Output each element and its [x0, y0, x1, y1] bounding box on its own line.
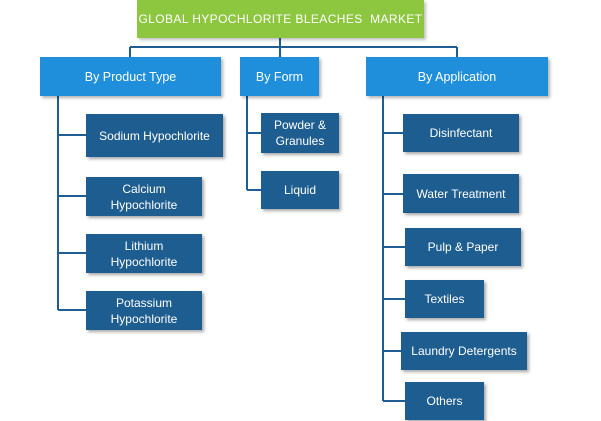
leaf-product-type: Potassium Hypochlorite [86, 291, 202, 330]
category-application: By Application [366, 57, 548, 96]
leaf-label: Laundry Detergents [411, 344, 517, 358]
leaf-application: Disinfectant [403, 114, 519, 152]
leaf-label: Powder & Granules [273, 118, 327, 148]
root-node: GLOBAL HYPOCHLORITE BLEACHES MARKET [137, 0, 424, 38]
leaf-label: Liquid [283, 183, 317, 197]
leaf-application: Textiles [405, 280, 484, 318]
leaf-label: Lithium Hypochlorite [110, 238, 178, 269]
category-label: By Product Type [84, 69, 177, 84]
leaf-form: Powder & Granules [261, 113, 339, 153]
leaf-label: Textiles [424, 292, 465, 306]
leaf-application: Others [405, 382, 484, 420]
leaf-product-type: Sodium Hypochlorite [86, 114, 223, 157]
root-label: GLOBAL HYPOCHLORITE BLEACHES MARKET [138, 12, 423, 26]
category-label: By Application [417, 69, 497, 84]
leaf-label: Potassium Hypochlorite [110, 295, 178, 326]
leaf-label: Sodium Hypochlorite [99, 128, 210, 143]
leaf-form: Liquid [261, 171, 339, 209]
leaf-label: Calcium Hypochlorite [110, 181, 178, 212]
leaf-application: Water Treatment [403, 174, 519, 213]
leaf-product-type: Calcium Hypochlorite [86, 177, 202, 216]
leaf-label: Disinfectant [429, 126, 493, 140]
leaf-label: Others [426, 394, 463, 408]
leaf-label: Water Treatment [416, 186, 506, 201]
leaf-product-type: Lithium Hypochlorite [86, 234, 202, 273]
leaf-application: Laundry Detergents [401, 332, 527, 370]
leaf-application: Pulp & Paper [405, 228, 521, 266]
leaf-label: Pulp & Paper [427, 240, 499, 254]
category-label: By Form [255, 69, 304, 84]
category-form: By Form [240, 57, 319, 96]
category-product-type: By Product Type [40, 57, 221, 96]
